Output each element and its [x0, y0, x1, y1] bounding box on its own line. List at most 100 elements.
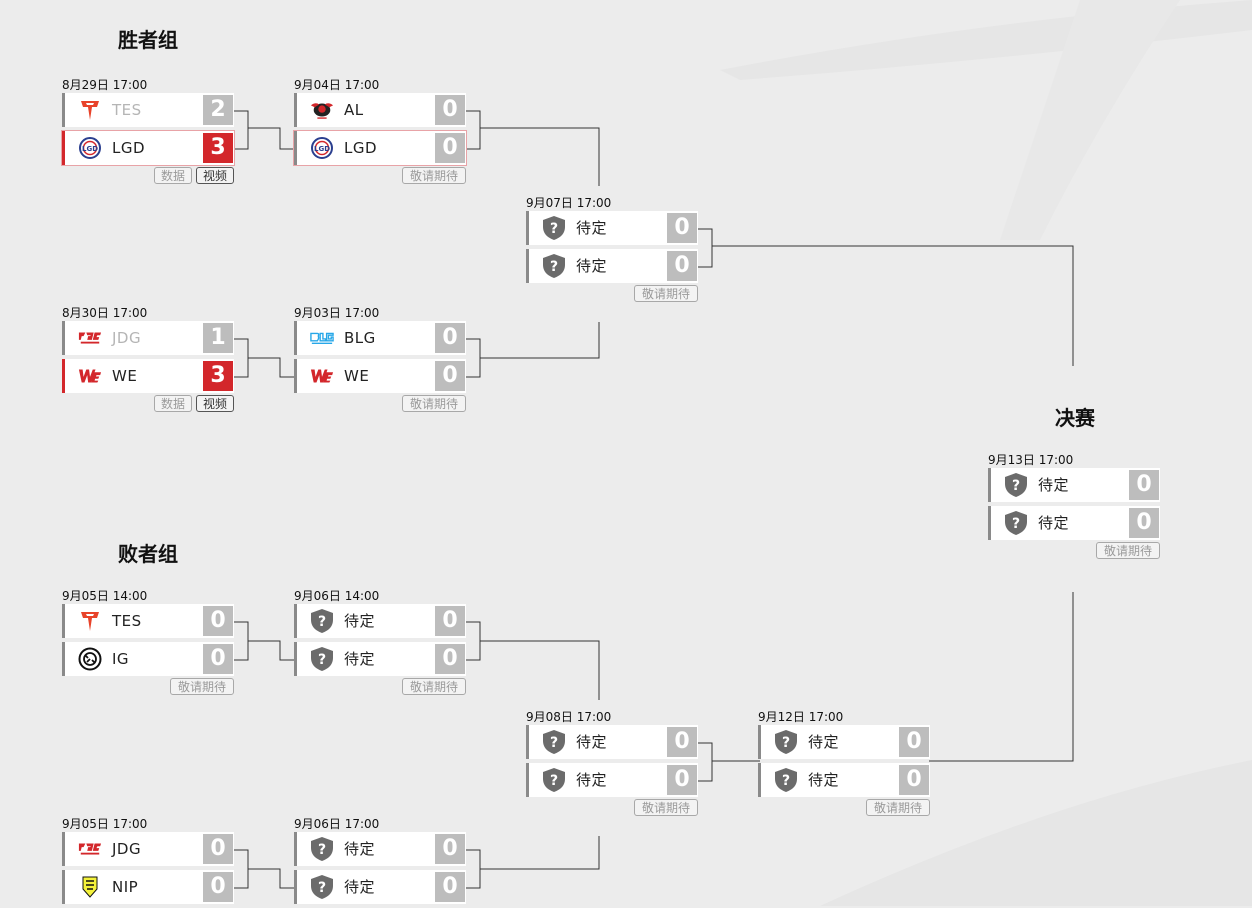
match-time: 9月03日 17:00	[294, 306, 380, 320]
jdg-logo	[78, 326, 102, 350]
team-row[interactable]: JDG 0	[62, 832, 234, 866]
team-score: 0	[1129, 508, 1159, 538]
team-row[interactable]: ? 待定 0	[294, 604, 466, 638]
tes-logo	[78, 609, 102, 633]
team-row[interactable]: BLG 0	[294, 321, 466, 355]
tbd-logo: ?	[310, 837, 334, 861]
match-losers-r1-top: 9月05日 14:00 TES 0 IG 0 敬请期待	[62, 588, 234, 695]
we-logo-icon	[78, 369, 102, 383]
match-actions: 数据 视频	[153, 395, 234, 412]
match-time: 9月13日 17:00	[988, 453, 1074, 467]
team-score: 0	[899, 727, 929, 757]
final-title: 决赛	[1055, 406, 1095, 430]
team-row[interactable]: LGD LGD 3	[62, 131, 234, 165]
svg-text:?: ?	[550, 735, 558, 751]
team-row[interactable]: LGD LGD 0	[294, 131, 466, 165]
team-name: 待定	[1038, 514, 1070, 532]
nip-logo-icon	[82, 876, 98, 898]
team-name: WE	[344, 367, 370, 385]
team-row[interactable]: AL 0	[294, 93, 466, 127]
match-time: 8月29日 17:00	[62, 78, 148, 92]
data-button[interactable]: 数据	[153, 167, 192, 184]
match-actions: 敬请期待	[633, 285, 698, 302]
team-name: LGD	[112, 139, 146, 157]
team-row[interactable]: ? 待定 0	[526, 725, 698, 759]
team-row[interactable]: ? 待定 0	[526, 249, 698, 283]
coming-soon-button[interactable]: 敬请期待	[401, 678, 466, 695]
ig-logo-icon	[78, 647, 102, 671]
team-name: 待定	[344, 840, 376, 858]
team-score: 3	[203, 133, 233, 163]
tbd-logo: ?	[1004, 511, 1028, 535]
coming-soon-button[interactable]: 敬请期待	[865, 799, 930, 816]
team-row[interactable]: WE 0	[294, 359, 466, 393]
team-row[interactable]: ? 待定 0	[758, 763, 930, 797]
we-logo-icon	[310, 369, 334, 383]
coming-soon-button[interactable]: 敬请期待	[401, 395, 466, 412]
team-score: 0	[435, 872, 465, 902]
coming-soon-button[interactable]: 敬请期待	[633, 799, 698, 816]
team-name: BLG	[344, 329, 376, 347]
lgd-logo: LGD	[310, 136, 334, 160]
team-row[interactable]: TES 2	[62, 93, 234, 127]
tbd-logo: ?	[1004, 473, 1028, 497]
match-time: 9月05日 17:00	[62, 817, 148, 831]
team-row[interactable]: ? 待定 0	[526, 763, 698, 797]
match-losers-r2-bottom: 9月06日 17:00 ? 待定 0 ? 待定 0	[294, 816, 466, 908]
coming-soon-button[interactable]: 敬请期待	[401, 167, 466, 184]
team-score: 0	[435, 323, 465, 353]
coming-soon-button[interactable]: 敬请期待	[633, 285, 698, 302]
losers-bracket-title: 败者组	[118, 542, 178, 566]
team-row[interactable]: IG 0	[62, 642, 234, 676]
team-score: 0	[203, 606, 233, 636]
match-losers-r3: 9月08日 17:00 ? 待定 0 ? 待定 0 敬请期待	[526, 709, 698, 816]
team-name: 待定	[344, 878, 376, 896]
team-score: 0	[203, 834, 233, 864]
tbd-logo: ?	[310, 647, 334, 671]
match-actions: 敬请期待	[1095, 542, 1160, 559]
team-row[interactable]: ? 待定 0	[988, 468, 1160, 502]
team-row[interactable]: ? 待定 0	[294, 642, 466, 676]
svg-text:?: ?	[1012, 478, 1020, 494]
video-button[interactable]: 视频	[195, 167, 234, 184]
svg-text:?: ?	[318, 614, 326, 630]
team-row[interactable]: JDG 1	[62, 321, 234, 355]
team-name: TES	[112, 612, 142, 630]
team-row[interactable]: ? 待定 0	[758, 725, 930, 759]
svg-text:LGD: LGD	[82, 145, 98, 153]
al-logo-icon	[310, 103, 334, 119]
team-score: 0	[667, 251, 697, 281]
team-name: 待定	[576, 219, 608, 237]
team-score: 0	[435, 606, 465, 636]
team-row[interactable]: ? 待定 0	[526, 211, 698, 245]
team-name: JDG	[112, 329, 142, 347]
svg-text:?: ?	[318, 880, 326, 896]
team-name: AL	[344, 101, 364, 119]
match-grand-final: 9月13日 17:00 ? 待定 0 ? 待定 0 敬请期待	[988, 452, 1160, 559]
team-score: 0	[435, 133, 465, 163]
team-name: 待定	[344, 650, 376, 668]
team-row[interactable]: NIP 0	[62, 870, 234, 904]
match-actions: 敬请期待	[401, 678, 466, 695]
data-button[interactable]: 数据	[153, 395, 192, 412]
team-row[interactable]: ? 待定 0	[294, 832, 466, 866]
team-row[interactable]: ? 待定 0	[988, 506, 1160, 540]
team-row[interactable]: ? 待定 0	[294, 870, 466, 904]
unknown-team-shield-icon: ?	[543, 216, 565, 240]
match-winners-final: 9月07日 17:00 ? 待定 0 ? 待定 0 敬请期待	[526, 195, 698, 302]
team-name: JDG	[112, 840, 142, 858]
coming-soon-button[interactable]: 敬请期待	[1095, 542, 1160, 559]
team-score: 0	[435, 95, 465, 125]
team-score: 0	[899, 765, 929, 795]
team-row[interactable]: WE 3	[62, 359, 234, 393]
team-row[interactable]: TES 0	[62, 604, 234, 638]
tbd-logo: ?	[774, 730, 798, 754]
tes-logo-icon	[81, 101, 99, 120]
coming-soon-button[interactable]: 敬请期待	[169, 678, 234, 695]
unknown-team-shield-icon: ?	[543, 254, 565, 278]
nip-logo	[78, 875, 102, 899]
team-name: 待定	[808, 771, 840, 789]
video-button[interactable]: 视频	[195, 395, 234, 412]
unknown-team-shield-icon: ?	[543, 768, 565, 792]
team-score: 1	[203, 323, 233, 353]
